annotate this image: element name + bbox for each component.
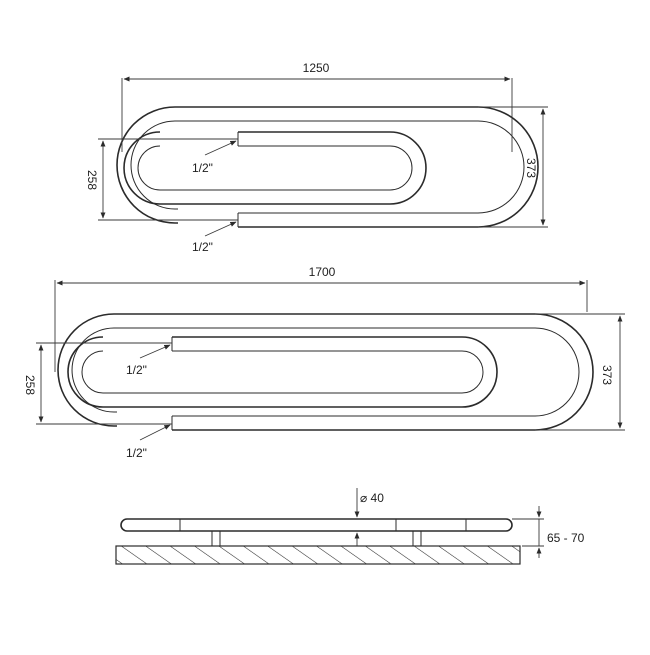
outlet-label: 1/2" <box>126 446 147 460</box>
width-label: 1700 <box>309 265 336 279</box>
spacing-label: 258 <box>85 170 99 190</box>
inlet-leader <box>204 140 237 156</box>
outlet-leader <box>204 221 237 237</box>
outer-tube-inner-edge <box>71 327 580 417</box>
tube-profile <box>120 518 513 532</box>
side-view: ⌀ 40 65 - 70 <box>115 488 585 565</box>
bracket-left <box>211 530 221 547</box>
inner-tube-inner-edge <box>137 145 413 191</box>
spacing-label: 258 <box>23 375 37 395</box>
height-label: 373 <box>524 158 538 178</box>
bracket-right <box>412 530 422 547</box>
wall-distance-label: 65 - 70 <box>547 531 585 545</box>
inner-tube <box>67 336 498 408</box>
diameter-label: ⌀ 40 <box>360 491 384 505</box>
top-view-1250: 1250 373 258 1/2" 1/2" <box>85 61 548 254</box>
inlet-leader <box>139 344 171 359</box>
outlet-leader <box>139 424 171 441</box>
wall-hatch <box>115 545 521 565</box>
outer-tube <box>116 106 539 228</box>
inlet-label: 1/2" <box>192 161 213 175</box>
outlet-label: 1/2" <box>192 240 213 254</box>
outer-tube-inner-edge <box>130 120 525 214</box>
inner-tube <box>123 131 427 205</box>
top-view-1700: 1700 373 258 1/2" 1/2" <box>23 265 625 460</box>
height-label: 373 <box>600 365 614 385</box>
width-label: 1250 <box>303 61 330 75</box>
outer-tube <box>57 313 594 431</box>
inlet-label: 1/2" <box>126 363 147 377</box>
inner-tube-inner-edge <box>81 350 484 394</box>
